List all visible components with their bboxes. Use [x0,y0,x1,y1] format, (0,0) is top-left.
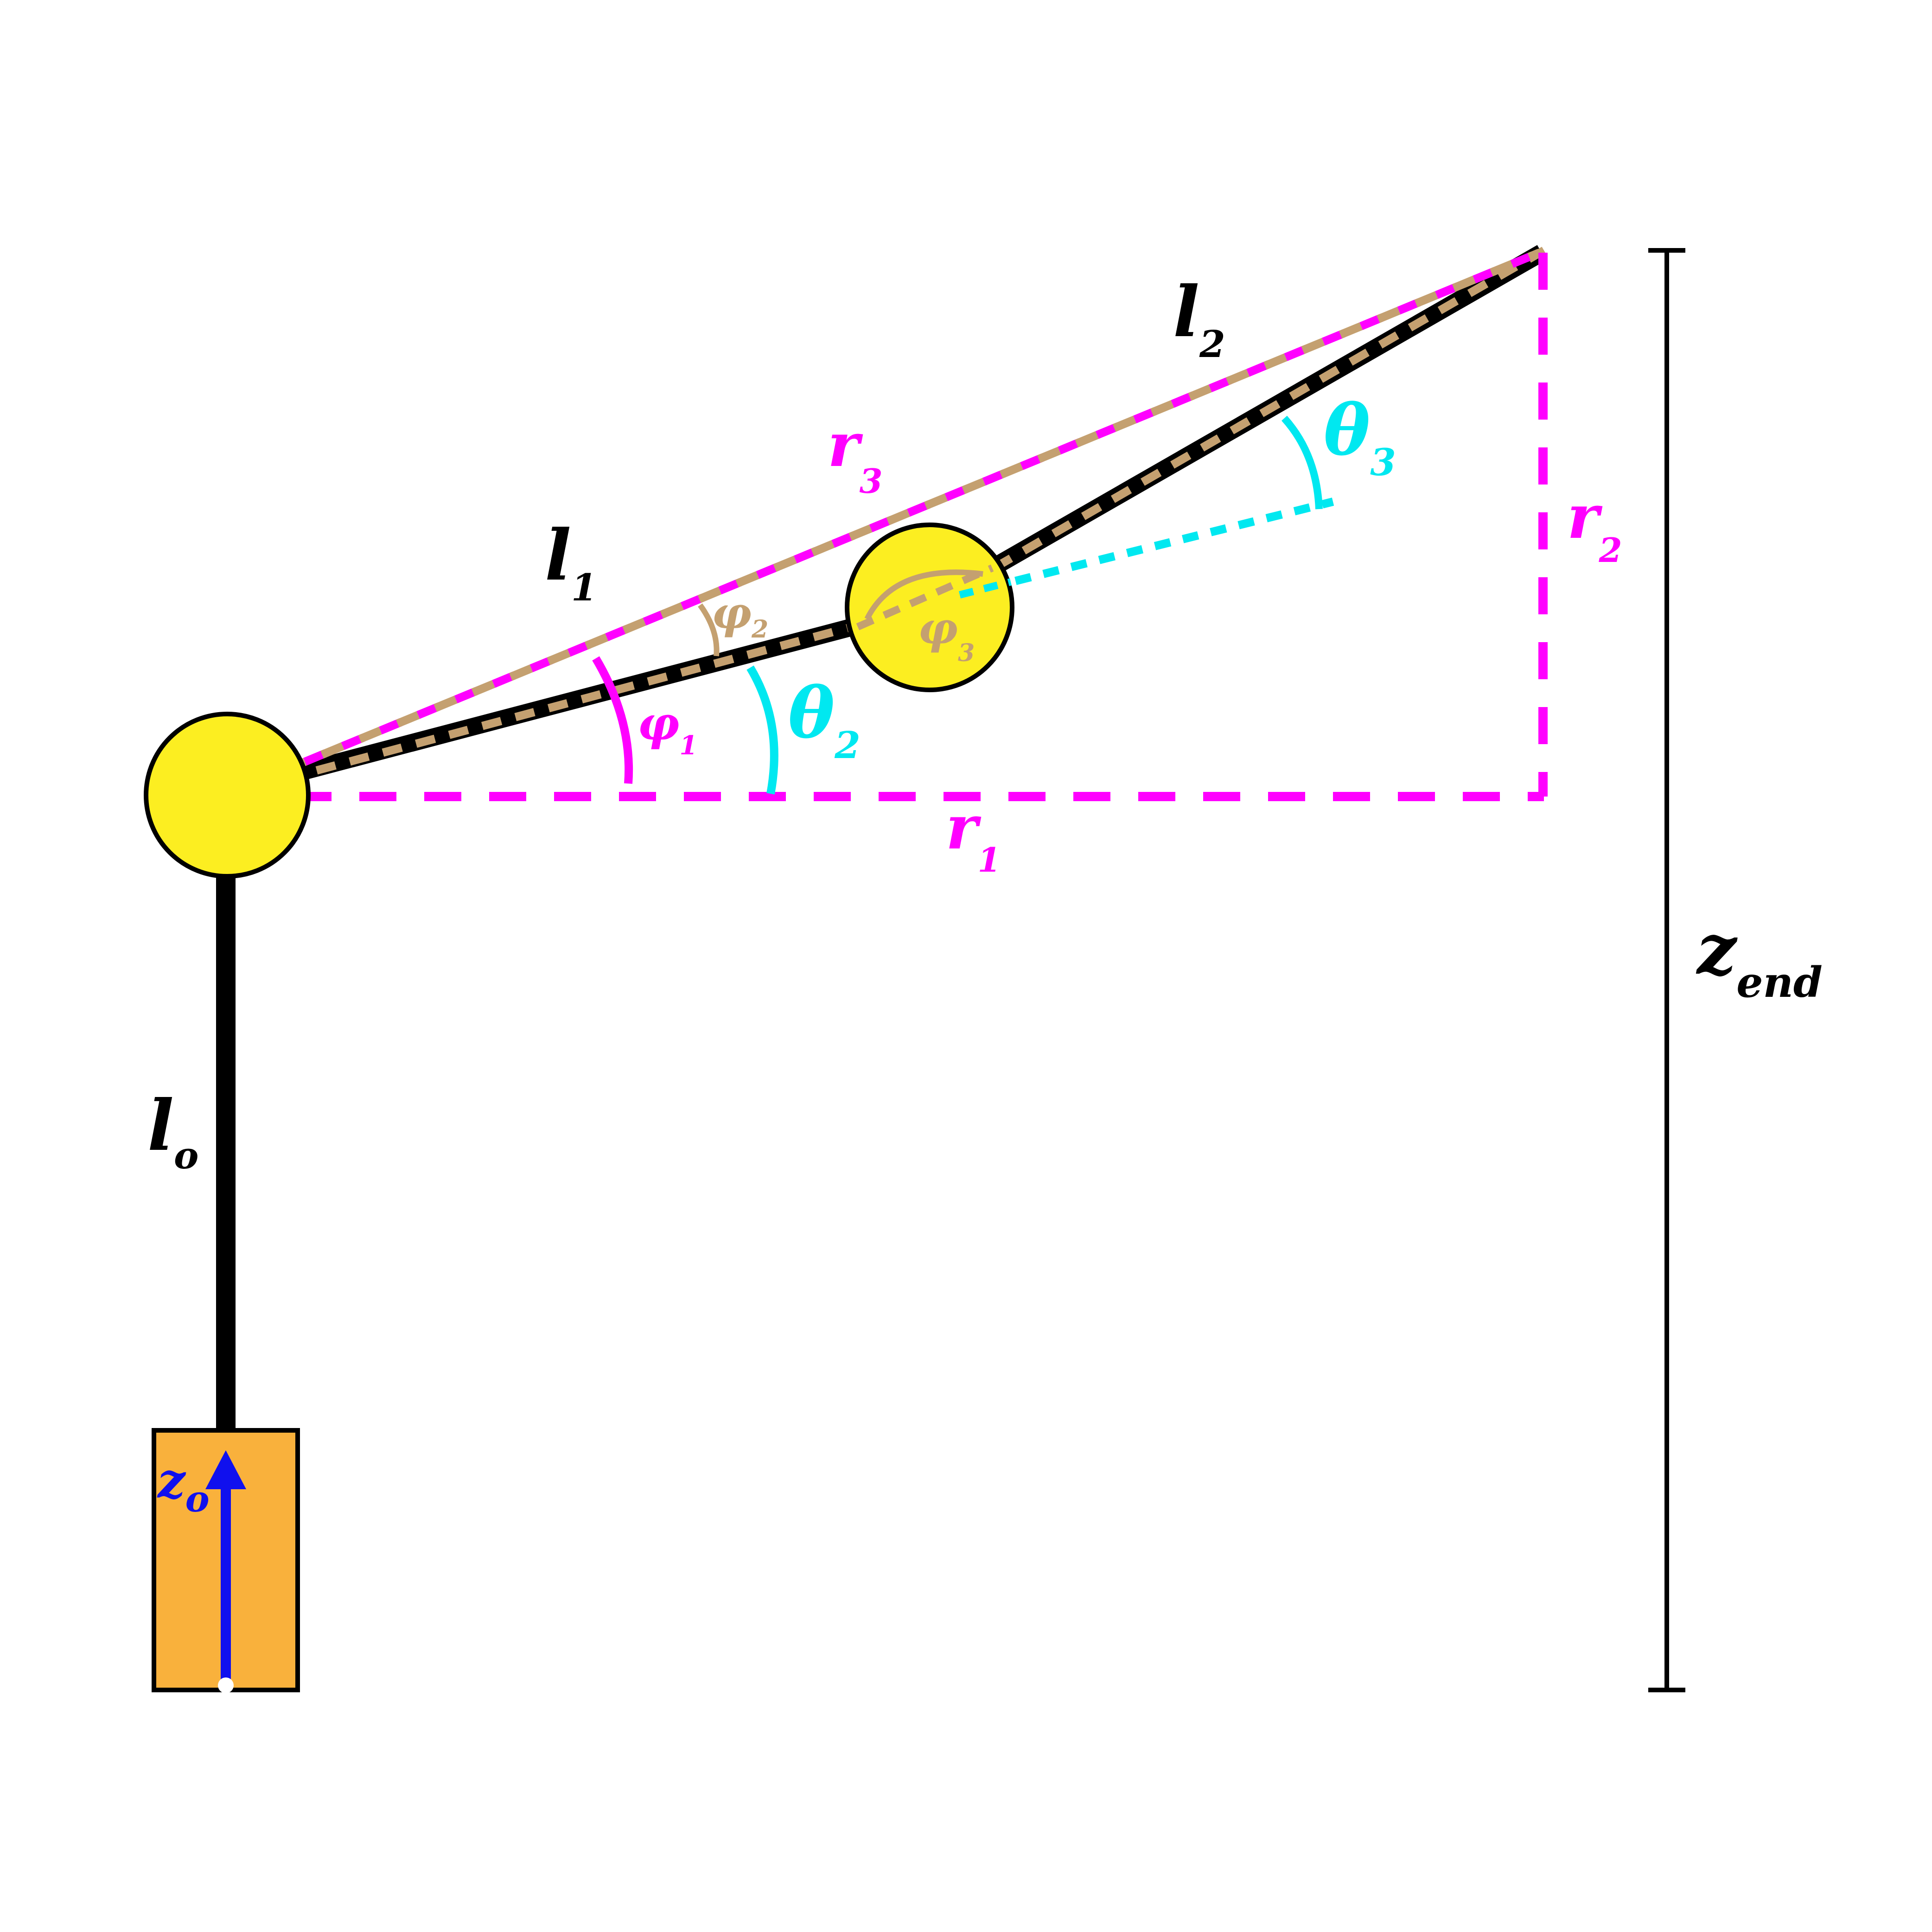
label-l0: lo [147,1085,198,1177]
elbow-joint [845,523,1014,692]
label-l2: l2 [1173,271,1225,366]
link-l2-dash [962,247,1546,589]
label-theta3: θ3 [1324,389,1396,484]
r3-line [228,249,1541,797]
label-zend: zend [1696,909,1823,1007]
r3-phi-line [228,249,1541,797]
phi3-arc-over [864,569,983,620]
link-l1-dash [249,612,892,792]
label-phi3: φ3 [918,603,975,667]
label-z0: zo [157,1452,210,1520]
label-r1: r1 [946,792,1001,880]
label-phi2: φ2 [712,587,768,644]
label-r2: r2 [1567,481,1622,570]
elbow-phi-dash [856,564,994,631]
theta2-arc [746,665,778,795]
phi2-arc [698,603,720,657]
base-origin-dot [218,1677,234,1693]
l1-extension-line [958,497,1334,599]
elbow-theta-dash [959,578,1012,599]
label-phi1: φ1 [638,696,697,761]
theta3-arc [1282,415,1323,510]
label-r3: r3 [828,409,883,501]
label-theta2: θ2 [788,672,861,767]
up-arrow-icon [205,1450,246,1489]
phi1-arc [592,656,633,784]
base-joint [144,712,311,879]
label-l1: l1 [545,515,597,609]
